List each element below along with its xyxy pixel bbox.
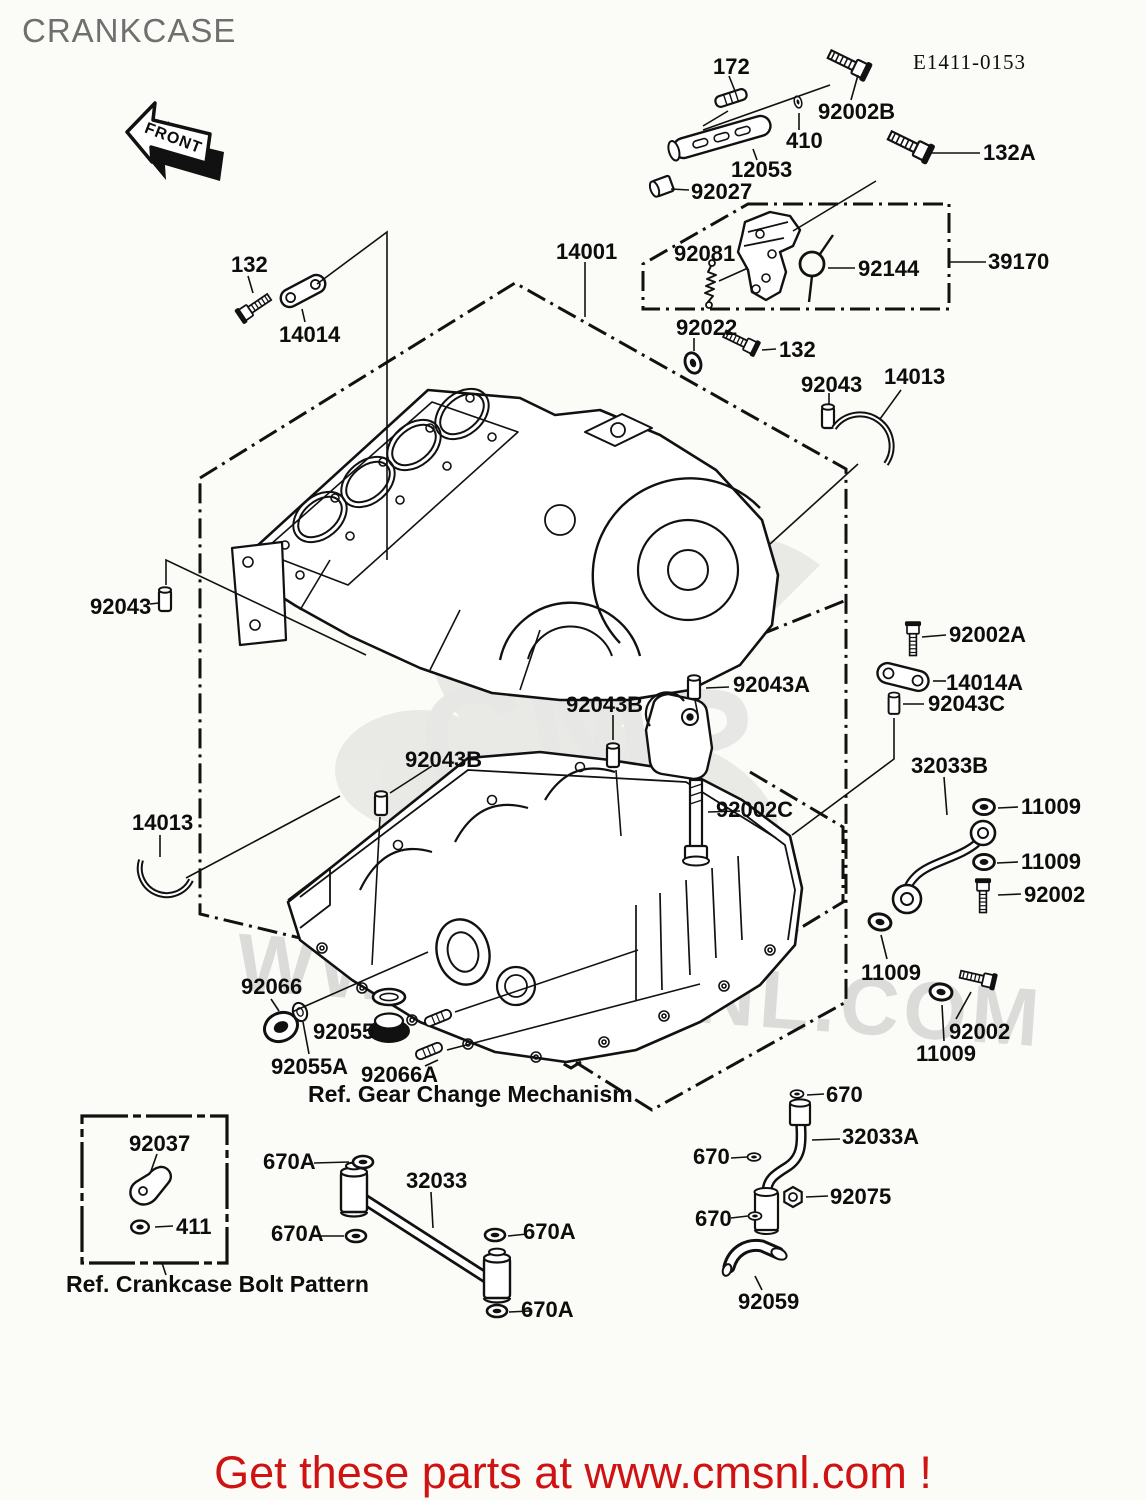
- part-label-92055a: 92055A: [271, 1054, 349, 1079]
- part-label-11009: 11009: [1021, 794, 1081, 819]
- part-label-132: 132: [779, 337, 816, 362]
- part-label-39170: 39170: [988, 249, 1050, 274]
- part-label-14014a: 14014A: [946, 670, 1024, 695]
- part-label-92043b: 92043B: [405, 747, 483, 772]
- part-label-32033b: 32033B: [911, 753, 989, 778]
- part-label-92144: 92144: [858, 256, 920, 281]
- lower-crankcase-drawing: [286, 750, 804, 1064]
- part-label-92022: 92022: [676, 315, 738, 340]
- upper-crankcase-drawing: [230, 387, 780, 702]
- part-label-670: 670: [693, 1144, 730, 1169]
- part-label-92027: 92027: [691, 179, 753, 204]
- ref-gear-change-caption: Ref. Gear Change Mechanism: [308, 1081, 633, 1107]
- part-label-92059: 92059: [738, 1289, 800, 1314]
- part-label-92066a: 92066A: [361, 1062, 439, 1087]
- part-label-92002: 92002: [949, 1019, 1011, 1044]
- part-label-92037: 92037: [129, 1131, 191, 1156]
- part-label-92043a: 92043A: [733, 672, 811, 697]
- part-label-132: 132: [231, 252, 268, 277]
- leader-lines: [149, 74, 1022, 1313]
- part-label-92075: 92075: [830, 1184, 892, 1209]
- part-label-92002a: 92002A: [949, 622, 1027, 647]
- bolt-pattern-box: [80, 1114, 229, 1265]
- part-label-411: 411: [176, 1214, 212, 1239]
- part-label-14013: 14013: [132, 810, 194, 835]
- part-label-14001: 14001: [556, 239, 618, 264]
- page-title: CRANKCASE: [22, 12, 237, 49]
- part-label-92066: 92066: [241, 974, 303, 999]
- part-label-12053: 12053: [731, 157, 793, 182]
- part-label-92002b: 92002B: [818, 99, 896, 124]
- part-label-e1411-0153: E1411-0153: [913, 50, 1027, 74]
- part-label-92043: 92043: [801, 372, 863, 397]
- part-label-670a: 670A: [263, 1149, 316, 1174]
- part-label-670: 670: [826, 1082, 863, 1107]
- part-label-670: 670: [695, 1206, 732, 1231]
- part-label-92081: 92081: [674, 241, 736, 266]
- part-label-172: 172: [713, 54, 750, 79]
- small-parts: [129, 44, 999, 1319]
- part-label-92043b: 92043B: [566, 692, 644, 717]
- shift-mechanism-drawing: [704, 210, 834, 309]
- part-label-11009: 11009: [1021, 849, 1081, 874]
- part-label-132a: 132A: [983, 140, 1036, 165]
- part-label-11009: 11009: [916, 1041, 976, 1066]
- promo-banner: Get these parts at www.cmsnl.com !: [214, 1447, 932, 1498]
- part-label-670a: 670A: [271, 1221, 324, 1246]
- part-label-11009: 11009: [861, 960, 921, 985]
- part-label-32033a: 32033A: [842, 1124, 920, 1149]
- part-label-92002: 92002: [1024, 882, 1086, 907]
- front-arrow-icon: [125, 101, 224, 181]
- part-label-14013: 14013: [884, 364, 946, 389]
- part-label-92043c: 92043C: [928, 691, 1006, 716]
- ref-bolt-pattern-caption: Ref. Crankcase Bolt Pattern: [66, 1271, 369, 1297]
- part-label-670a: 670A: [523, 1219, 576, 1244]
- part-label-670a: 670A: [521, 1297, 574, 1322]
- part-label-32033: 32033: [406, 1168, 468, 1193]
- part-label-92043: 92043: [90, 594, 152, 619]
- part-label-14014: 14014: [279, 322, 341, 347]
- part-label-92055: 92055: [313, 1019, 375, 1044]
- part-label-92002c: 92002C: [716, 797, 794, 822]
- part-label-410: 410: [786, 128, 823, 153]
